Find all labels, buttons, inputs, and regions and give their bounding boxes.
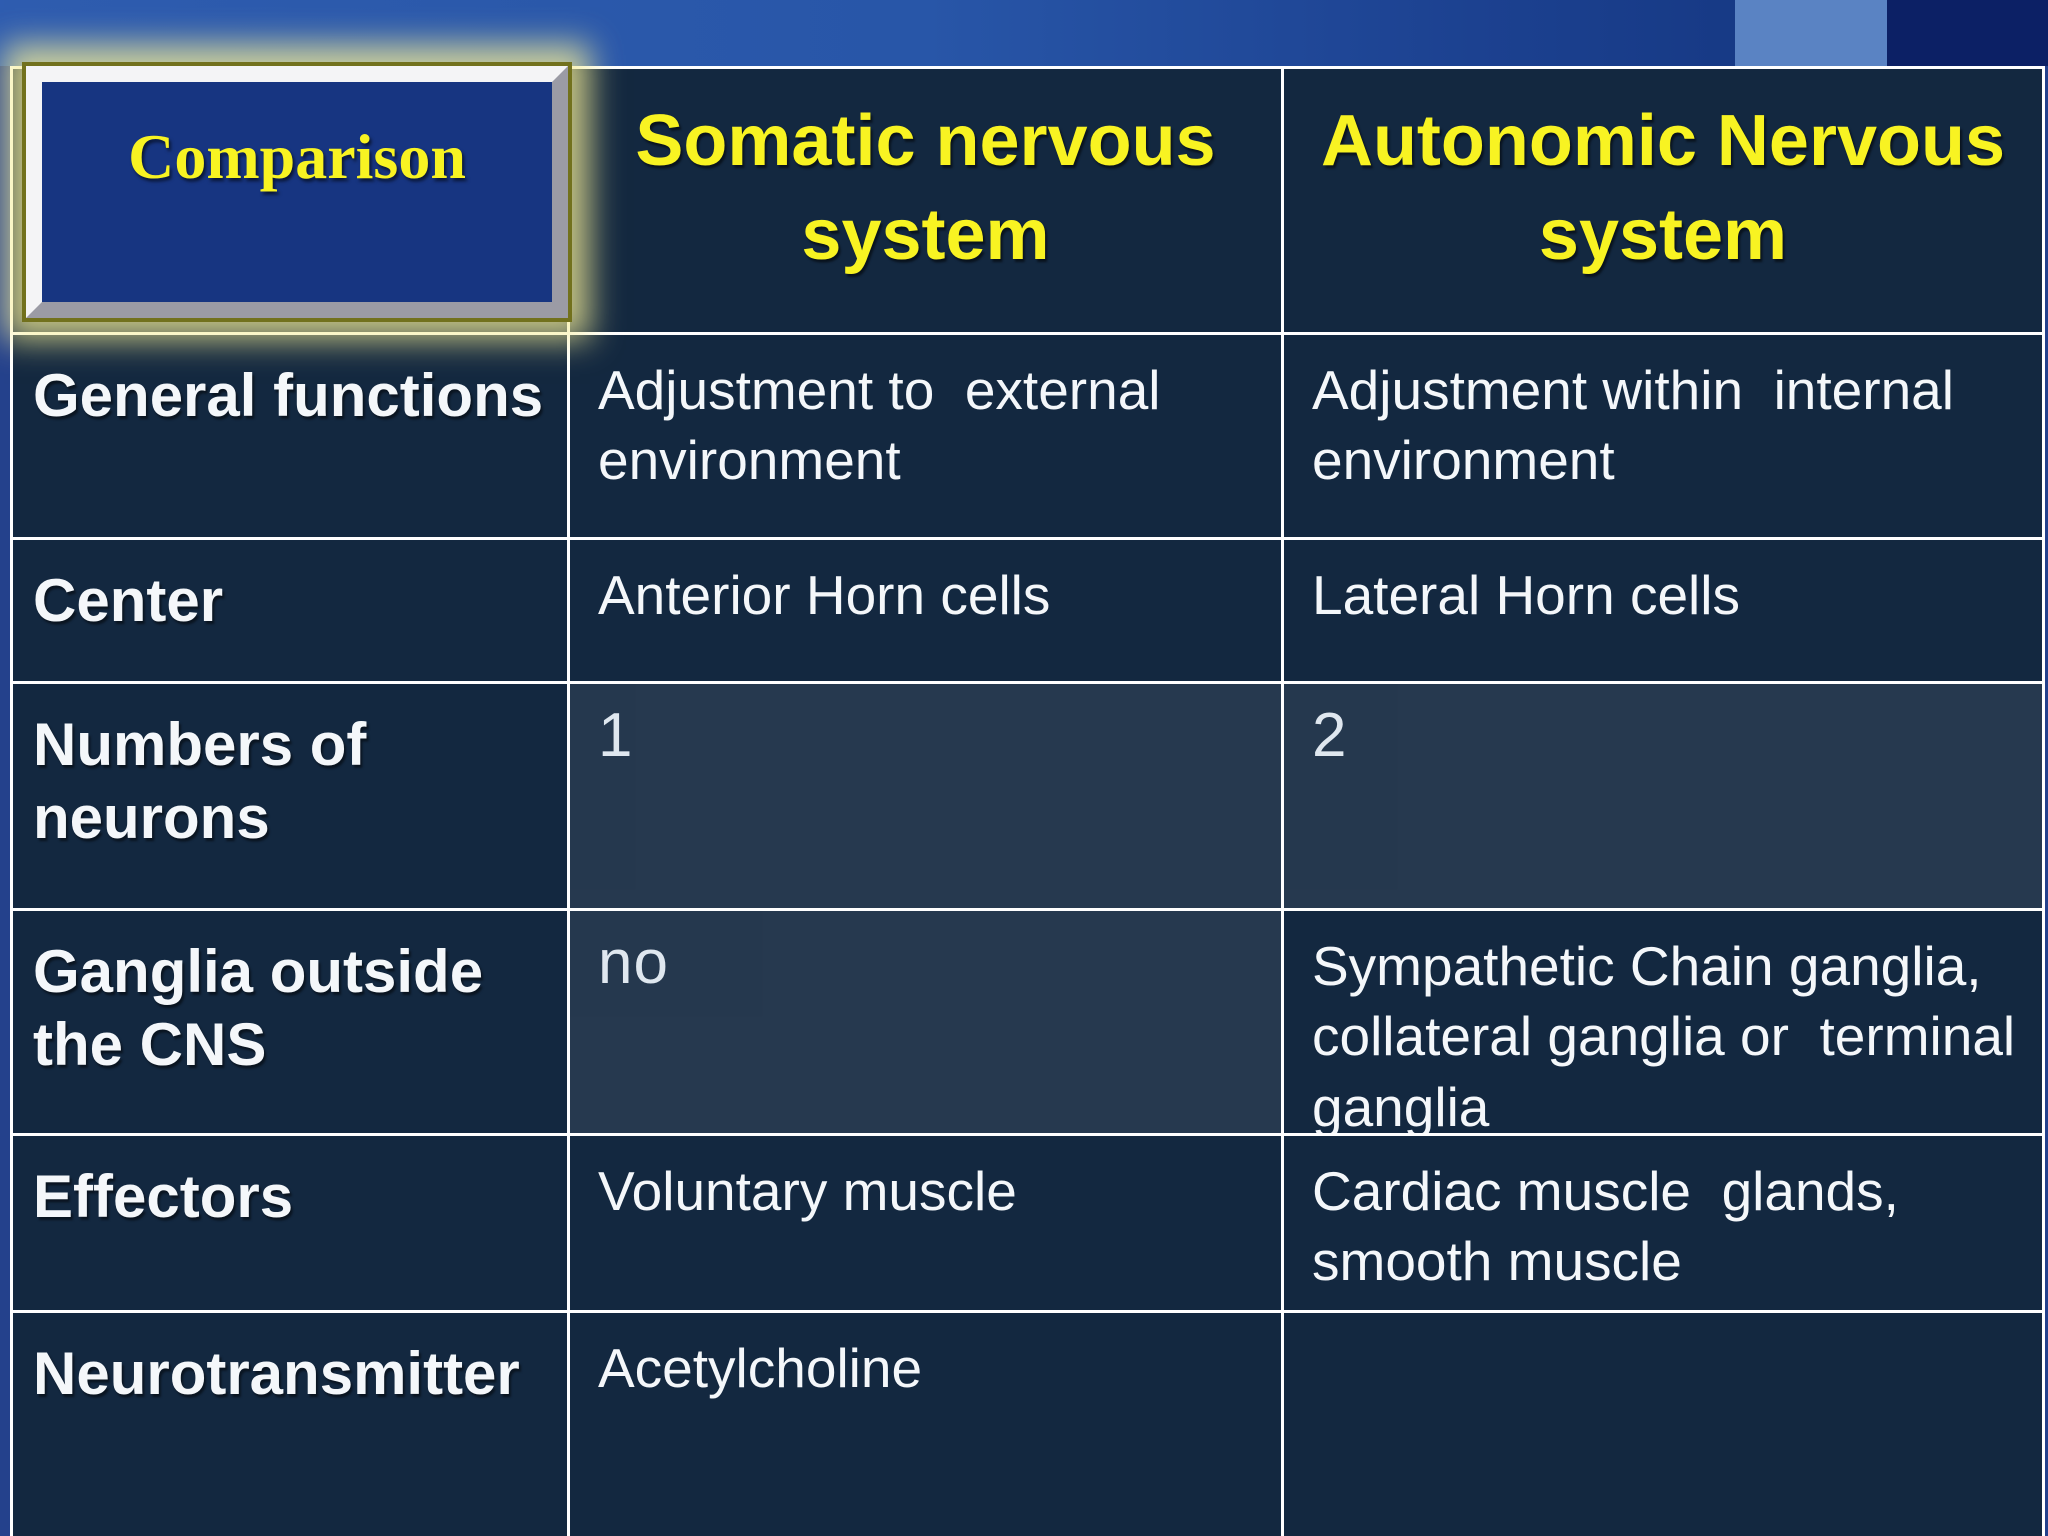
cell-autonomic-neuron-count: 2	[1284, 684, 2042, 908]
row-label-center: Center	[13, 540, 567, 681]
cell-autonomic-effectors: Cardiac muscle glands, smooth muscle	[1284, 1136, 2042, 1310]
comparison-title-bevel: Comparison	[26, 66, 568, 318]
neurotransmitter-text: Acetylcholine	[1312, 1535, 1636, 1536]
comparison-title-label: Comparison	[128, 121, 466, 192]
row-label-ganglia-outside-cns: Ganglia outside the CNS	[13, 911, 567, 1133]
banner-accent-square-light	[1735, 0, 1887, 66]
column-header-autonomic: Autonomic Nervous system	[1284, 69, 2042, 332]
cell-somatic-neuron-count: 1	[570, 684, 1281, 908]
banner-accent-square-dark	[1887, 0, 2048, 66]
row-label-effectors: Effectors	[13, 1136, 567, 1310]
or-emphasis: or	[1648, 1508, 1724, 1536]
comparison-title-box: Comparison	[22, 62, 572, 322]
cell-somatic-general-functions: Adjustment to external environment	[570, 335, 1281, 537]
cell-autonomic-ganglia: Sympathetic Chain ganglia, collateral ga…	[1284, 911, 2042, 1133]
cell-somatic-neurotransmitter: Acetylcholine	[570, 1313, 1281, 1536]
cell-autonomic-general-functions: Adjustment within internal environment	[1284, 335, 2042, 537]
row-label-numbers-of-neurons: Numbers of neurons	[13, 684, 567, 908]
row-label-general-functions: General functions	[13, 335, 567, 537]
cell-somatic-center: Anterior Horn cells	[570, 540, 1281, 681]
row-label-neurotransmitter: Neurotransmitter	[13, 1313, 567, 1536]
cell-autonomic-center: Lateral Horn cells	[1284, 540, 2042, 681]
column-header-somatic: Somatic nervous system	[570, 69, 1281, 332]
cell-somatic-effectors: Voluntary muscle	[570, 1136, 1281, 1310]
cell-somatic-ganglia: no	[570, 911, 1281, 1133]
neurotransmitter-text-continued: adrenaline & noradrenaline	[1312, 1535, 2009, 1536]
cell-autonomic-neurotransmitter: Acetylcholine oradrenaline & noradrenalin…	[1284, 1313, 2042, 1536]
top-gradient-banner	[0, 0, 2048, 66]
